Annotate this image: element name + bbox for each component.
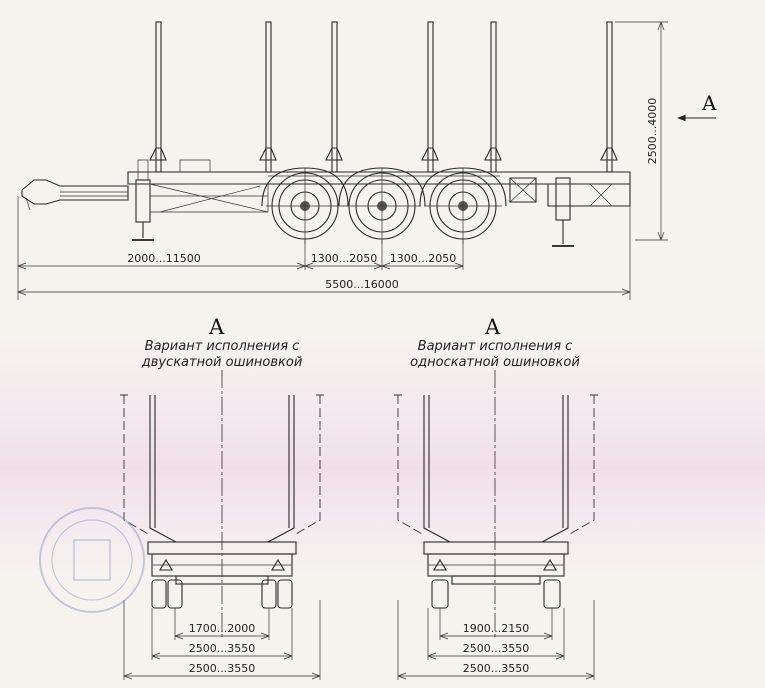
total-length-label: 5500...16000 [325, 278, 398, 291]
view-1-caption-line-1: Вариант исполнения с [145, 339, 300, 354]
view-1-dim-wheel-track: 1700...2000 [189, 622, 255, 635]
stake-height-label: 2500...4000 [646, 98, 659, 164]
stake [421, 21, 439, 173]
view-2-dim-wheel-track: 1900...2150 [463, 622, 529, 635]
view-1-dimensions: 1700...2000 2500...3550 2500...3550 [123, 600, 321, 680]
axle-spacing-1-label: 1300...2050 [311, 252, 377, 265]
view-1-dim-total-width: 2500...3550 [189, 662, 255, 675]
stake [259, 21, 277, 173]
view-2-dim-total-width: 2500...3550 [463, 662, 529, 675]
wheel-set-1 [261, 167, 349, 244]
stake [484, 21, 502, 173]
rear-support-leg [552, 177, 574, 247]
wheel-set-2 [338, 167, 426, 244]
drawbar [21, 179, 129, 211]
view-2-letter: A [484, 315, 501, 339]
view-1-dim-frame-width: 2500...3550 [189, 642, 255, 655]
view-2-caption-line-1: Вариант исполнения с [418, 339, 573, 354]
view-marker-a: A [676, 91, 717, 122]
background-band [0, 330, 765, 580]
view-1-max-stakes [123, 395, 321, 536]
stake [149, 21, 167, 173]
length-dimensions: 2000...11500 1300...2050 1300...2050 550… [17, 196, 631, 300]
stake [600, 21, 618, 173]
view-2-stakes [423, 395, 569, 543]
height-dimension: 2500...4000 [615, 21, 668, 241]
view-2-max-stakes [397, 395, 595, 536]
wheel-set-3 [419, 167, 507, 244]
end-view-dual-tires: A Вариант исполнения с двускатной ошинов… [120, 315, 324, 680]
end-view-single-tires: A Вариант исполнения с односкатной ошино… [394, 315, 598, 680]
stake [325, 21, 343, 173]
approval-stamp [39, 507, 145, 613]
view-1-caption-line-2: двускатной ошиновкой [141, 355, 303, 370]
axle-spacing-2-label: 1300...2050 [390, 252, 456, 265]
view-2-chassis [423, 541, 569, 585]
view-2-dim-frame-width: 2500...3550 [463, 642, 529, 655]
side-view: 2500...4000 A 2000...11500 1300...2050 1… [17, 21, 717, 300]
view-1-letter: A [208, 315, 225, 339]
front-length-label: 2000...11500 [127, 252, 200, 265]
view-marker-letter: A [701, 91, 717, 115]
view-1-stakes [149, 395, 295, 543]
stakes [149, 21, 618, 173]
view-2-caption-line-2: односкатной ошиновкой [410, 355, 580, 370]
view-2-dimensions: 1900...2150 2500...3550 2500...3550 [397, 600, 595, 680]
